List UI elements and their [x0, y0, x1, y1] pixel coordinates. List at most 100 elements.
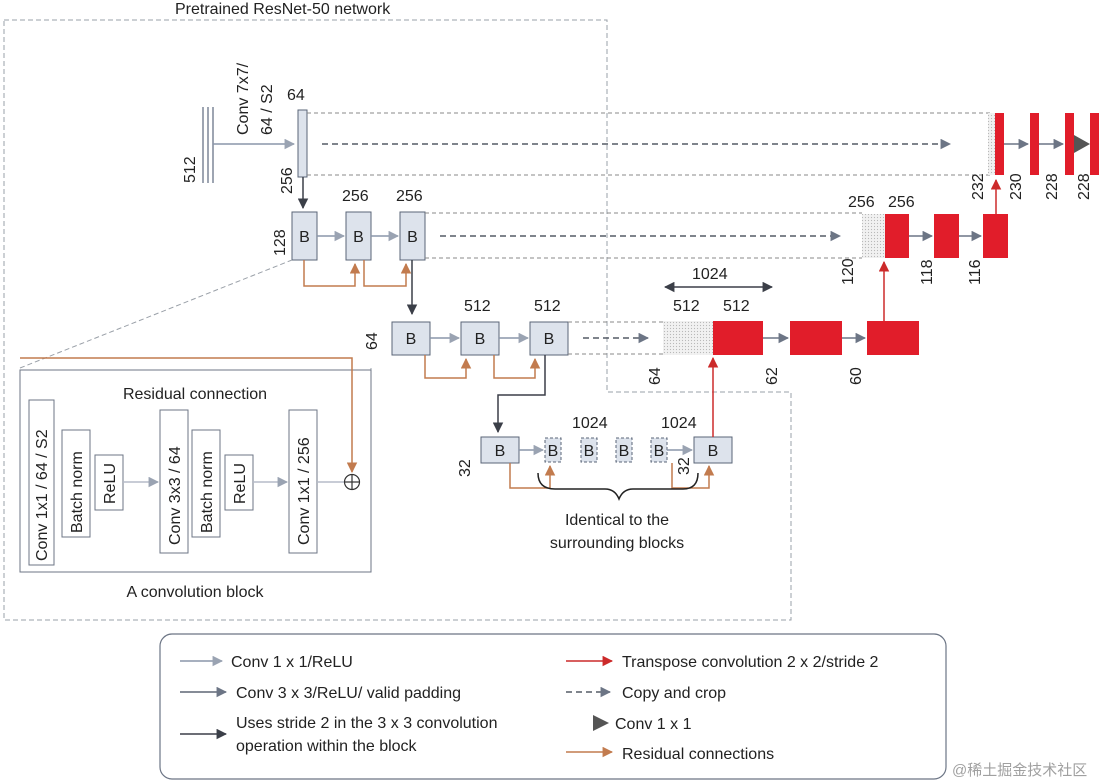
inset-sum-node: [343, 473, 361, 491]
inset-layer-label: Conv 1x1 / 64 / S2: [34, 429, 51, 561]
stage3-block-last: B: [693, 436, 733, 464]
decoder2-upsampled-features: [885, 214, 909, 258]
stage3-identical-block-2: B: [580, 437, 598, 463]
inset-layer-conv2: Conv 3x3 / 64: [159, 409, 189, 554]
decoder1-upsampled-features: [995, 113, 1004, 175]
watermark: @稀土掘金技术社区: [952, 762, 1087, 779]
stage3-identical-block-1: B: [544, 437, 562, 463]
inset-layer-label: Batch norm: [69, 451, 86, 533]
stem-channels: 64: [287, 87, 305, 104]
stage1-residual-2: [363, 260, 412, 287]
stage2-channels-b2: 512: [464, 298, 491, 315]
inset-layer-conv3: Conv 1x1 / 256: [288, 409, 318, 554]
stage1-channels-b2: 256: [342, 188, 369, 205]
decoder3-upsampled-features: [713, 321, 763, 355]
legend-conv1x1: Conv 1 x 1: [593, 715, 692, 733]
inset-layer-label: Conv 3x3 / 64: [167, 446, 184, 545]
decoder1-size-b: 228: [1044, 173, 1061, 200]
stage1-block-1: B: [291, 211, 318, 261]
decoder1-conv-1: [1030, 113, 1039, 175]
legend-label: Conv 3 x 3/ReLU/ valid padding: [236, 685, 461, 702]
block-label: B: [495, 443, 506, 460]
decoder3-span-label: 1024: [692, 266, 728, 283]
decoder2-size-a: 118: [919, 259, 936, 285]
inset-layer-label: ReLU: [102, 463, 119, 504]
identical-blocks-brace: [537, 472, 699, 502]
pretrained-network-frame: [3, 19, 792, 621]
legend-transpose-conv: Transpose convolution 2 x 2/stride 2: [566, 654, 879, 671]
block-label: B: [654, 443, 665, 460]
block-label: B: [619, 443, 630, 460]
stage2-channels-b3: 512: [534, 298, 561, 315]
block-label: B: [353, 229, 364, 246]
legend-label: Conv 1 x 1: [615, 716, 692, 733]
inset-residual-connection: [20, 357, 358, 474]
stem-input-size: 512: [182, 156, 199, 183]
stage3-residual-1: [509, 463, 556, 489]
legend-conv1x1-relu: Conv 1 x 1/ReLU: [180, 654, 353, 671]
inset-layer-bn1: Batch norm: [61, 429, 91, 538]
legend-residual: Residual connections: [566, 746, 774, 763]
inset-residual-label: Residual connection: [123, 386, 267, 403]
stage2-residual-2: [493, 355, 541, 379]
decoder1-size-copy: 232: [970, 173, 987, 200]
stage3-identical-block-3: B: [615, 437, 633, 463]
stem-size: 256: [279, 167, 296, 194]
stem-conv-label-1: Conv 7x7/: [235, 62, 252, 135]
decoder1-size-c: 228: [1076, 173, 1093, 200]
inset-layer-bn2: Batch norm: [191, 429, 221, 538]
stem-conv-label-2: 64 / S2: [259, 84, 276, 135]
legend-conv3x3: Conv 3 x 3/ReLU/ valid padding: [180, 685, 461, 702]
block-label: B: [584, 443, 595, 460]
inset-layer-conv1: Conv 1x1 / 64 / S2: [28, 399, 55, 566]
inset-layer-label: Conv 1x1 / 256: [296, 437, 313, 545]
decoder2-size-b: 116: [967, 259, 984, 285]
stage1-channels-b3: 256: [396, 188, 423, 205]
stage2-block-3: B: [529, 321, 569, 356]
stage2-block-1: B: [391, 321, 431, 356]
decoder3-copy-channels: 512: [673, 298, 700, 315]
legend-label: Residual connections: [622, 746, 774, 763]
inset-layer-label: ReLU: [232, 463, 249, 504]
legend-label: Transpose convolution 2 x 2/stride 2: [622, 654, 879, 671]
decoder3-conv-2: [867, 321, 919, 355]
pretrained-network-title: Pretrained ResNet-50 network: [175, 1, 391, 18]
decoder1-size-a: 230: [1008, 173, 1025, 200]
block-label: B: [708, 443, 719, 460]
stage3-size: 32: [457, 459, 474, 477]
identical-caption-line-1: Identical to the: [565, 512, 669, 529]
legend-copy-crop: Copy and crop: [566, 685, 726, 702]
stage3-identical-block-4: B: [650, 437, 668, 463]
decoder2-copied-features: [862, 214, 885, 258]
stage3-block-1: B: [480, 436, 520, 464]
stage1-residual-1: [303, 260, 361, 287]
decoder2-conv-2: [983, 214, 1008, 258]
decoder1-output: [1090, 113, 1099, 175]
inset-layer-label: Batch norm: [199, 451, 216, 533]
stage2-residual-1: [424, 355, 472, 379]
inset-guide-left: [19, 259, 293, 369]
decoder3-up-channels: 512: [723, 298, 750, 315]
legend-label: Conv 1 x 1/ReLU: [231, 654, 353, 671]
block-label: B: [544, 331, 555, 348]
legend-box: [159, 633, 947, 780]
block-label: B: [299, 229, 310, 246]
stem-conv-layer: [297, 109, 308, 178]
legend-label-2: operation within the block: [236, 738, 418, 755]
inset-layer-relu1: ReLU: [94, 454, 124, 511]
stage3-size-last: 32: [676, 457, 693, 475]
decoder3-size-a: 62: [764, 367, 781, 385]
stem-input: [202, 107, 214, 183]
decoder3-size-b: 60: [848, 367, 865, 385]
legend-label: Copy and crop: [622, 685, 726, 702]
stage2-block-2: B: [460, 321, 500, 356]
decoder2-up-channels: 256: [888, 194, 915, 211]
identical-caption-line-2: surrounding blocks: [550, 535, 684, 552]
stage1-block-2: B: [345, 211, 372, 261]
stage2-down-arrow: [492, 355, 546, 434]
decoder3-copied-features: [663, 321, 713, 355]
decoder3-size-copy: 64: [647, 367, 664, 385]
decoder2-conv-1: [934, 214, 959, 258]
stage2-size: 64: [364, 332, 381, 350]
